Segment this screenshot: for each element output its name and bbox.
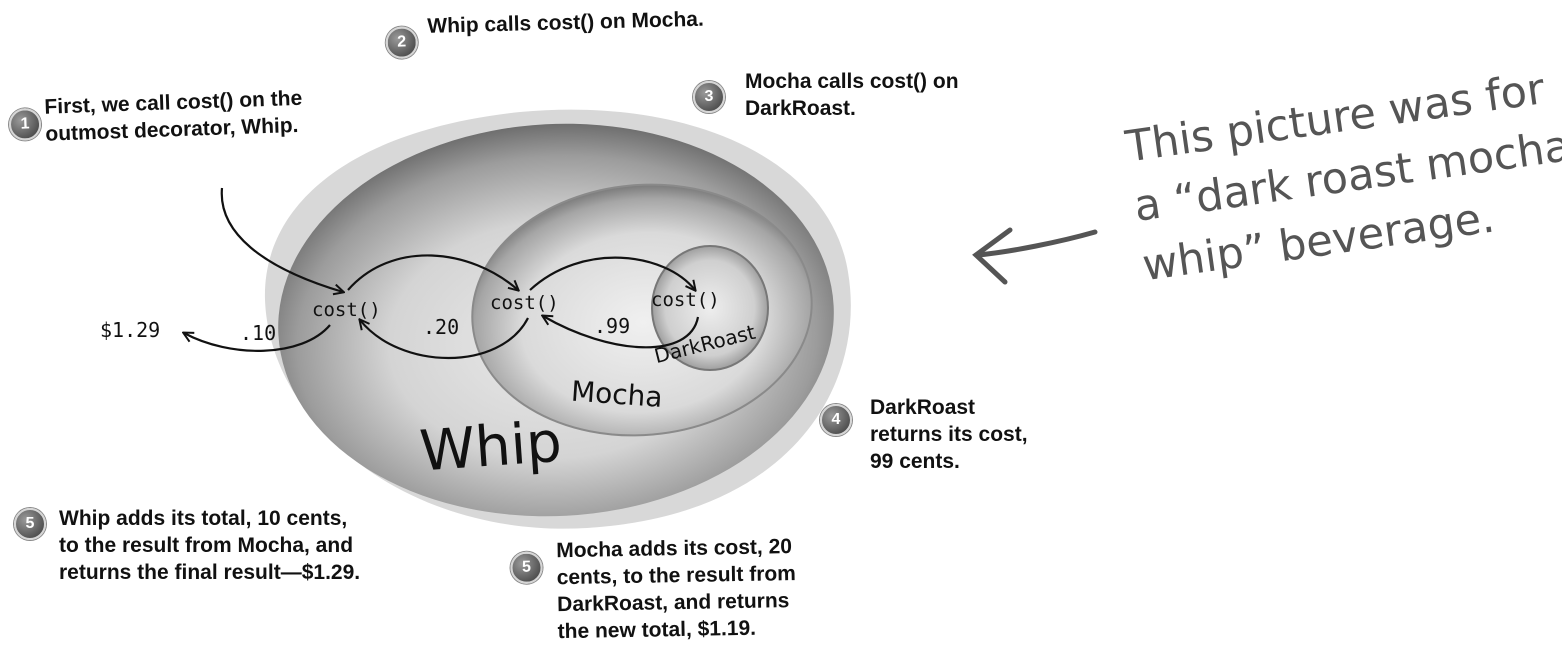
step-1-text: First, we call cost() on the outmost dec… [44, 86, 303, 146]
arrow-return-darkroast [543, 316, 700, 349]
final-value: $1.29 [100, 318, 160, 342]
step-4: 4 DarkRoast returns its cost, 99 cents. [820, 394, 1090, 484]
arrow-call-whip [220, 187, 343, 292]
mocha-layer: Mocha [471, 183, 813, 437]
arrow-return-mocha [360, 318, 529, 359]
darkroast-value: .99 [594, 314, 630, 338]
darkroast-cost-call: cost() [651, 289, 720, 311]
mocha-value: .20 [423, 315, 459, 339]
step-5-mocha: 5 Mocha adds its cost, 20 cents, to the … [510, 531, 892, 656]
step-1-number: 1 [8, 107, 42, 141]
note-arrow [972, 227, 1098, 285]
mocha-shape [471, 183, 813, 437]
step-3-number: 3 [693, 81, 725, 113]
step-4-number: 4 [820, 404, 852, 436]
step-5-mocha-number: 5 [510, 551, 543, 584]
whip-cost-call: cost() [312, 299, 381, 321]
mocha-label: Mocha [570, 375, 664, 414]
step-5-whip-text: Whip adds its total, 10 cents, to the re… [59, 507, 361, 584]
arrow-call-darkroast [529, 256, 695, 290]
arrow-call-mocha [347, 254, 518, 290]
step-5-whip-number: 5 [14, 508, 46, 540]
step-4-text: DarkRoast returns its cost, 99 cents. [870, 396, 1028, 473]
step-3-text: Mocha calls cost() on DarkRoast. [745, 70, 959, 120]
whip-value: .10 [240, 321, 276, 345]
step-5-whip: 5 Whip adds its total, 10 cents, to the … [14, 505, 454, 595]
step-5-mocha-text: Mocha adds its cost, 20 cents, to the re… [556, 535, 797, 644]
whip-label: Whip [418, 410, 564, 485]
mocha-cost-call: cost() [490, 292, 559, 314]
arrow-return-whip [184, 324, 331, 352]
step-3: 3 Mocha calls cost() on DarkRoast. [693, 68, 1033, 128]
